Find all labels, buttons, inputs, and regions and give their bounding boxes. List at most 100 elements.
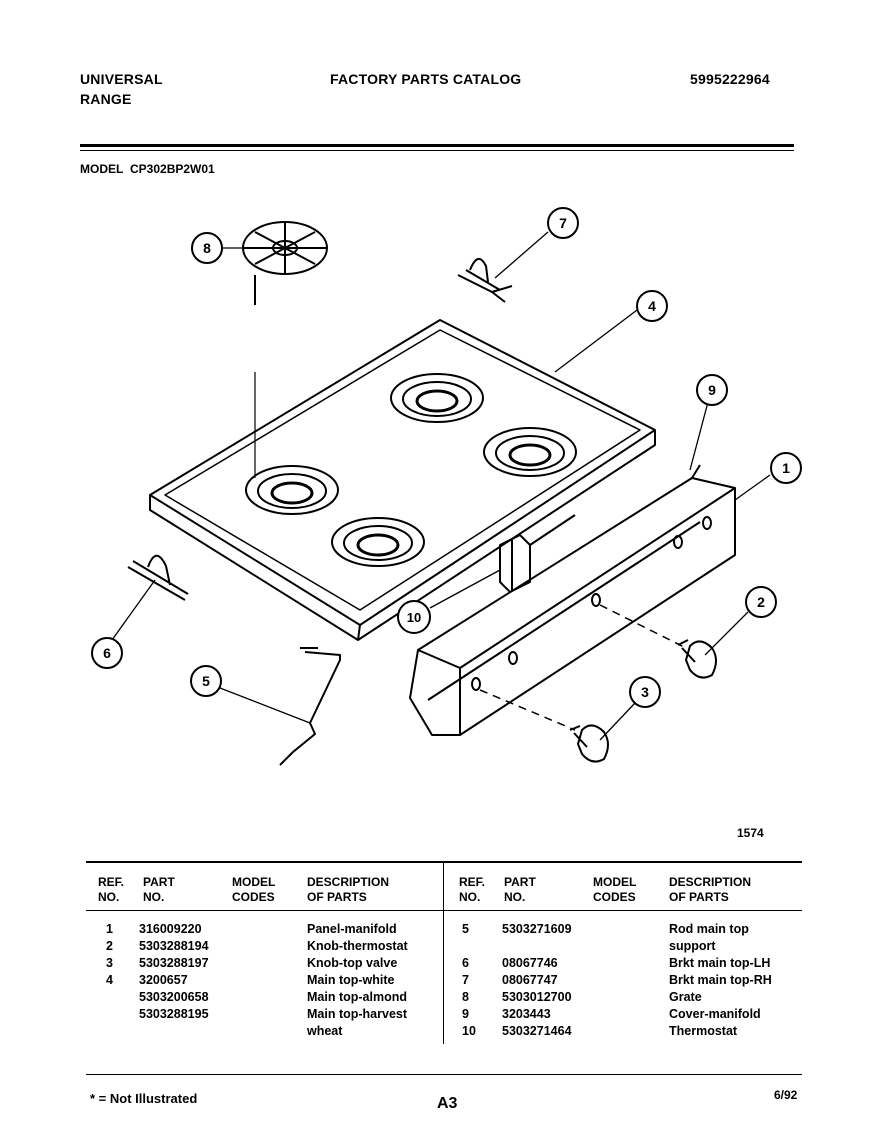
thermostat-part: [499, 514, 576, 593]
left-description-column: Panel-manifold Knob-thermostat Knob-top …: [307, 921, 408, 1040]
table-cell-ref: 10: [462, 1024, 476, 1038]
table-cell-part: 08067746: [502, 956, 558, 970]
callout-7: 7: [547, 207, 579, 239]
table-cell-description: Thermostat: [669, 1024, 738, 1038]
header-ref-no-left: REF. NO.: [98, 875, 125, 904]
table-rule-header: [86, 910, 802, 911]
table-cell-part: [502, 938, 572, 955]
burner-front-right: [483, 427, 577, 477]
leader-lines: [111, 231, 771, 741]
table-cell-description: Grate: [669, 990, 702, 1004]
svg-text:1: 1: [782, 460, 790, 476]
table-cell-part: 08067747: [502, 973, 558, 987]
svg-text:3: 3: [641, 684, 649, 700]
table-column-divider: [443, 862, 444, 1044]
table-cell-ref: 2: [106, 939, 113, 953]
table-cell-part: 5303288197: [139, 956, 209, 970]
callout-9: 9: [696, 374, 728, 406]
table-cell-description: support: [669, 939, 716, 953]
table-cell-description: Main top-harvest: [307, 1007, 408, 1021]
table-cell-ref: 3: [106, 956, 113, 970]
table-cell-ref: [106, 1023, 113, 1040]
header-ref-no-right: REF. NO.: [459, 875, 486, 904]
table-cell-part: 5303288195: [139, 1007, 209, 1021]
table-cell-ref: 1: [106, 922, 113, 936]
table-cell-description: Cover-manifold: [669, 1007, 761, 1021]
right-ref-column: 5 6 7 8 9 10: [462, 921, 476, 1040]
not-illustrated-note: * = Not Illustrated: [90, 1091, 198, 1106]
header-rule-top: [80, 144, 794, 147]
exploded-parts-diagram: 1 2 3 4 5 6 7 8 9 10: [91, 207, 802, 766]
header-description-left: DESCRIPTION OF PARTS: [307, 875, 390, 904]
table-cell-description: Rod main top: [669, 922, 749, 936]
svg-text:7: 7: [559, 215, 567, 231]
catalog-title: FACTORY PARTS CATALOG: [330, 71, 522, 87]
page-number: A3: [437, 1095, 458, 1112]
table-cell-ref: 9: [462, 1007, 469, 1021]
alignment-lines: [479, 604, 687, 731]
table-cell-part: 316009220: [139, 922, 202, 936]
bracket-lh-part: [127, 554, 189, 601]
catalog-date: 6/92: [774, 1088, 798, 1102]
right-part-column: 5303271609 08067746 08067747 5303012700 …: [502, 921, 572, 1040]
svg-text:9: 9: [708, 382, 716, 398]
table-cell-ref: 4: [106, 973, 113, 987]
header-part-no-right: PART NO.: [504, 875, 536, 904]
svg-text:6: 6: [103, 645, 111, 661]
svg-text:5: 5: [202, 673, 210, 689]
callout-3: 3: [629, 676, 661, 708]
table-cell-part: 5303271464: [502, 1024, 572, 1038]
burner-rear-right: [390, 373, 484, 423]
bracket-rh-part: [457, 258, 513, 303]
table-cell-description: Panel-manifold: [307, 922, 397, 936]
table-cell-ref: [106, 1006, 113, 1023]
grate-part: [242, 221, 328, 478]
callout-1: 1: [770, 452, 802, 484]
callout-10: 10: [397, 600, 431, 634]
svg-text:2: 2: [757, 594, 765, 610]
brand-line1: UNIVERSAL: [80, 71, 163, 87]
callout-8: 8: [191, 232, 223, 264]
table-cell-part: [139, 1023, 209, 1040]
callout-labels: 1 2 3 4 5 6 7 8 9 10: [91, 207, 802, 708]
header-part-no-left: PART NO.: [143, 875, 175, 904]
rod-part: [279, 647, 341, 766]
header-model-codes-right: MODEL CODES: [593, 875, 637, 904]
model-row: MODEL CP302BP2W01: [80, 162, 215, 176]
burner-front-left: [331, 517, 425, 567]
header-rule-bottom: [80, 150, 794, 151]
callout-2: 2: [745, 586, 777, 618]
table-cell-part: 5303012700: [502, 990, 572, 1004]
header-description-right: DESCRIPTION OF PARTS: [669, 875, 752, 904]
callout-4: 4: [636, 290, 668, 322]
table-cell-part: 5303200658: [139, 990, 209, 1004]
table-cell-description: Main top-almond: [307, 990, 407, 1004]
manifold-panel-part: [409, 464, 736, 736]
catalog-number: 5995222964: [690, 71, 770, 87]
knob-top-valve-part: [569, 724, 609, 763]
table-cell-ref: [462, 938, 476, 955]
brand-line2: RANGE: [80, 91, 132, 107]
table-cell-ref: 8: [462, 990, 469, 1004]
left-ref-column: 1 2 3 4: [106, 921, 113, 1040]
svg-text:4: 4: [648, 298, 656, 314]
knob-thermostat-part: [677, 639, 717, 679]
model-label: MODEL: [80, 162, 124, 176]
table-cell-ref: 6: [462, 956, 469, 970]
table-cell-description: Knob-thermostat: [307, 939, 408, 953]
table-cell-part: 5303271609: [502, 922, 572, 936]
callout-6: 6: [91, 637, 123, 669]
right-description-column: Rod main top support Brkt main top-LH Br…: [669, 921, 772, 1040]
callout-5: 5: [190, 665, 222, 697]
table-cell-part: 3200657: [139, 973, 188, 987]
table-cell-ref: 7: [462, 973, 469, 987]
svg-text:10: 10: [407, 610, 421, 625]
table-cell-ref: [106, 989, 113, 1006]
svg-text:8: 8: [203, 240, 211, 256]
table-cell-description: Brkt main top-LH: [669, 956, 771, 970]
table-cell-description: Main top-white: [307, 973, 395, 987]
table-cell-ref: 5: [462, 922, 469, 936]
table-rule-top: [86, 861, 802, 863]
footer-rule: [86, 1074, 802, 1075]
model-number: CP302BP2W01: [130, 162, 215, 176]
